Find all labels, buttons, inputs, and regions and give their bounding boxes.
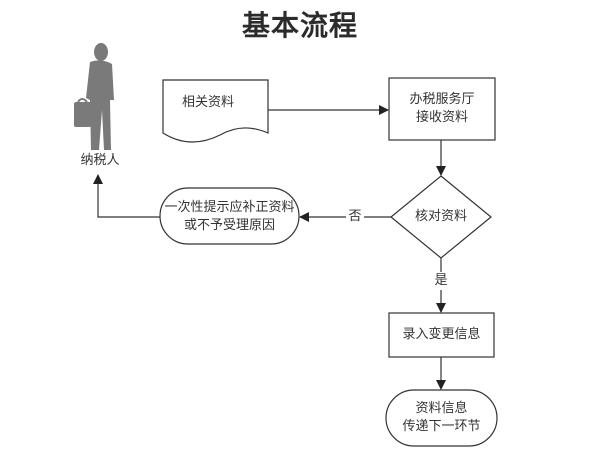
- node-transfer-line2: 传递下一环节: [402, 419, 481, 434]
- edge-yes-label: 是: [434, 273, 448, 288]
- node-check-label: 核对资料: [414, 209, 467, 224]
- node-enter-label: 录入变更信息: [402, 327, 481, 342]
- node-enter-shape: [388, 312, 495, 358]
- node-reject-line1: 一次性提示应补正资料: [164, 200, 295, 215]
- edge-reject-to-actor: [93, 174, 160, 218]
- node-hall-label: 办税服务厅 接收资料: [389, 91, 495, 127]
- node-reject-line2: 或不予受理原因: [183, 218, 275, 233]
- node-reject-label: 一次性提示应补正资料 或不予受理原因: [160, 199, 299, 235]
- node-transfer-label: 资料信息 传递下一环节: [386, 400, 497, 436]
- node-hall-line1: 办税服务厅: [409, 92, 475, 107]
- node-documents-label: 相关资料: [181, 95, 234, 110]
- node-documents-shape: [162, 79, 269, 143]
- edge-no-label: 否: [348, 209, 362, 224]
- businessman-silhouette-icon: [74, 43, 114, 150]
- node-hall-shape: [388, 77, 496, 141]
- node-transfer-line1: 资料信息: [415, 401, 468, 416]
- node-transfer-shape: [385, 389, 498, 447]
- actor-label: 纳税人: [80, 153, 120, 168]
- node-hall-line2: 接收资料: [415, 110, 468, 125]
- page-title: 基本流程: [241, 9, 358, 42]
